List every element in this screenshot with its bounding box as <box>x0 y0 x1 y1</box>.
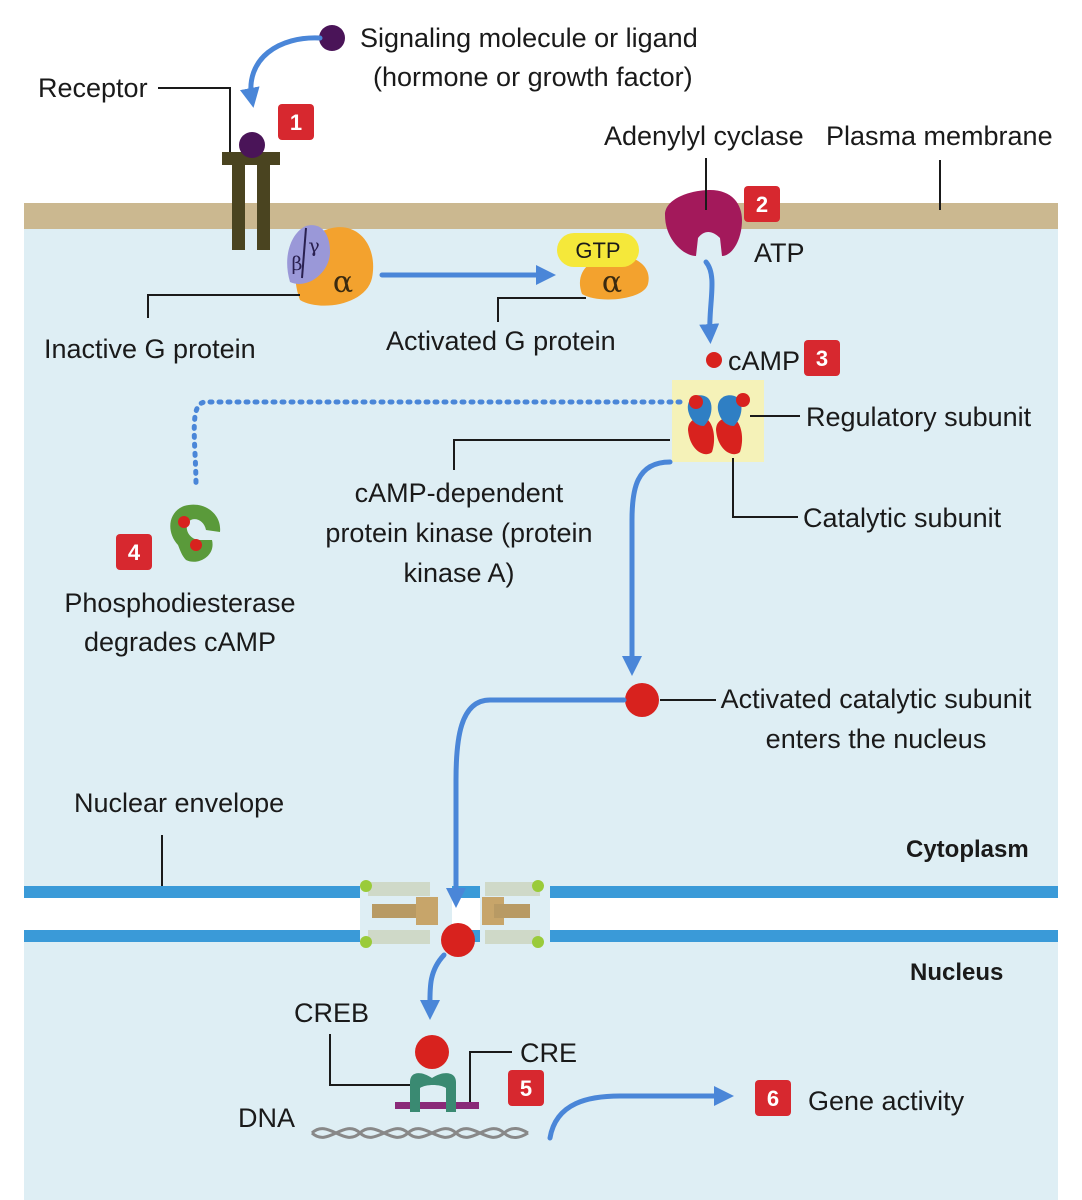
creb-leader <box>329 1034 410 1086</box>
activated-catalytic-label-line1: Activated catalytic subunit <box>721 684 1032 714</box>
gtp-label: GTP <box>575 238 620 263</box>
inactive-g-protein <box>287 225 374 306</box>
atp-label: ATP <box>754 238 805 268</box>
pde-dotted-arrow <box>191 399 683 489</box>
bound-ligand <box>239 132 265 158</box>
activated-catalytic-label-line2: enters the nucleus <box>766 724 987 754</box>
step-1-badge: 1 <box>278 104 314 140</box>
svg-text:2: 2 <box>756 192 768 217</box>
pka-highlight <box>672 380 764 462</box>
alpha-label-inactive: α <box>333 265 353 300</box>
atp-to-camp-arrow <box>699 259 720 344</box>
regulatory-subunit-label: Regulatory subunit <box>806 402 1032 432</box>
creb-label: CREB <box>294 998 369 1028</box>
catalytic-subunit-in-pore <box>441 923 475 957</box>
adenylyl-cyclase-label: Adenylyl cyclase <box>604 121 804 151</box>
dna-label: DNA <box>238 1103 295 1133</box>
ligand-label-line2: (hormone or growth factor) <box>373 62 693 92</box>
svg-text:3: 3 <box>816 346 828 371</box>
svg-text:1: 1 <box>290 110 302 135</box>
camp-label: cAMP <box>728 346 800 376</box>
receptor <box>222 132 280 250</box>
activated-catalytic-subunit <box>625 683 659 717</box>
activated-g-protein <box>557 233 649 300</box>
cytoplasm-region <box>24 215 1058 1200</box>
svg-text:4: 4 <box>128 540 141 565</box>
cre-element <box>395 1102 479 1109</box>
pka-label-line3: kinase A) <box>403 558 514 588</box>
gamma-label: γ <box>308 235 319 257</box>
receptor-leader <box>158 87 231 152</box>
nuclear-entry-arrow <box>446 697 627 908</box>
receptor-label: Receptor <box>38 73 148 103</box>
plasma-membrane <box>24 203 1058 229</box>
activated-g-label: Activated G protein <box>386 326 616 356</box>
inactive-g-label: Inactive G protein <box>44 334 256 364</box>
alpha-label-activated: α <box>602 265 622 300</box>
cytoplasm-label: Cytoplasm <box>906 836 1029 863</box>
step-4-badge: 4 <box>116 534 152 570</box>
nuclear-pore <box>360 878 550 952</box>
pka-leader <box>453 439 670 470</box>
step-5-badge: 5 <box>508 1070 544 1106</box>
pde-label-line2: degrades cAMP <box>84 627 276 657</box>
step-2-badge: 2 <box>744 186 780 222</box>
gene-activity-arrow <box>547 1086 734 1141</box>
step-3-badge: 3 <box>804 340 840 376</box>
activated-g-leader <box>497 297 586 322</box>
creb-bound-catalytic <box>415 1035 449 1069</box>
ligand-arrow <box>239 35 323 108</box>
beta-label: β <box>292 253 303 275</box>
nucleus-label: Nucleus <box>910 959 1003 986</box>
creb-protein <box>410 1035 456 1112</box>
pka-label-line2: protein kinase (protein <box>325 518 592 548</box>
pka-release-arrow <box>622 459 673 676</box>
creb-binding-arrow <box>419 952 447 1020</box>
pka-label-line1: cAMP-dependent <box>355 478 564 508</box>
signaling-ligand <box>319 25 345 51</box>
camp-molecule <box>706 352 722 368</box>
nuclear-envelope-label: Nuclear envelope <box>74 788 284 818</box>
adenylyl-cyclase <box>665 190 742 256</box>
dna <box>310 1102 529 1139</box>
cre-label: CRE <box>520 1038 577 1068</box>
catalytic-subunit-label: Catalytic subunit <box>803 503 1002 533</box>
step-6-badge: 6 <box>755 1080 791 1116</box>
svg-text:6: 6 <box>767 1086 779 1111</box>
cre-leader <box>469 1051 512 1102</box>
catalytic-leader <box>732 458 798 518</box>
phosphodiesterase <box>170 504 221 562</box>
inactive-g-leader <box>147 294 300 318</box>
gtp-badge <box>557 233 639 267</box>
plasma-membrane-label: Plasma membrane <box>826 121 1053 151</box>
ligand-label-line1: Signaling molecule or ligand <box>360 23 698 53</box>
svg-text:5: 5 <box>520 1076 532 1101</box>
protein-kinase-a <box>672 380 764 462</box>
gene-activity-label: Gene activity <box>808 1086 965 1116</box>
pde-label-line1: Phosphodiesterase <box>64 588 295 618</box>
